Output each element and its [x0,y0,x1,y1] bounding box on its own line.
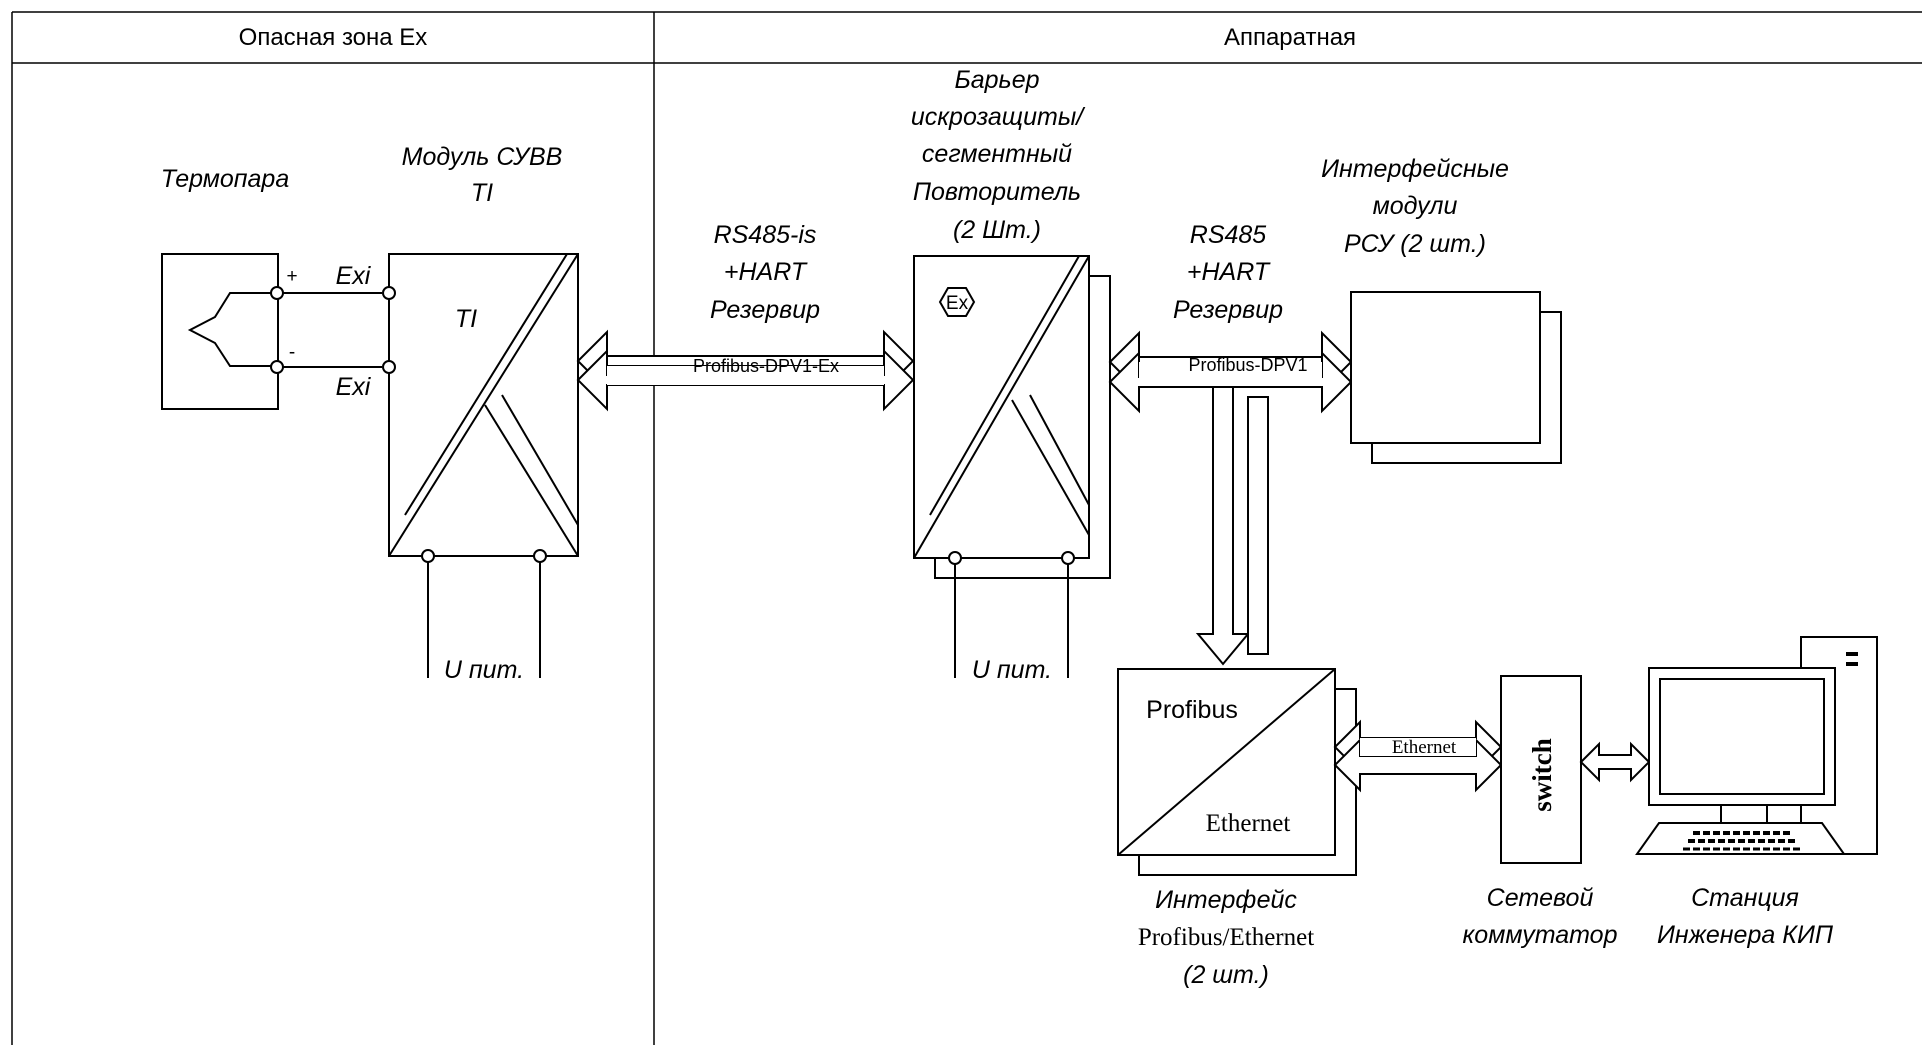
module-inner-label: TI [455,305,477,333]
barrier-line3: сегментный [922,140,1072,168]
barrier-line5: (2 Шт.) [953,216,1041,244]
barrier-power-label: U пит. [972,656,1052,684]
link1-line1: RS485-is [714,221,817,249]
profibus-ethernet-gateway [1117,668,1357,876]
barrier-line2: искрозащиты/ [911,103,1086,131]
interface-modules-line2: модули [1373,192,1458,220]
module-exi-bottom: Exi [336,373,372,401]
thermocouple-minus: - [289,342,295,363]
bus-label-1: Profibus-DPV1-Ex [693,356,839,376]
bus-label-bg-2 [1139,362,1322,384]
interface-modules-line1: Интерфейсные [1321,155,1509,183]
gateway-line1: Интерфейс [1155,886,1297,914]
vertical-bus-to-gateway [1195,386,1269,666]
barrier-ex-mark: Ex [946,293,969,314]
module-exi-top: Exi [336,262,372,290]
link1-line3: Резервир [710,296,820,324]
interface-modules-line3: РСУ (2 шт.) [1344,230,1486,258]
bus-label-2: Profibus-DPV1 [1188,355,1307,375]
switch-line1: Сетевой [1487,884,1594,912]
bus-label-bg-1 [607,366,884,385]
module-tic [382,253,579,678]
thermocouple [161,253,382,410]
zone-hazard-title: Опасная зона Ex [239,24,428,51]
link2-line2: +HART [1187,258,1271,286]
barrier-line4: Повторитель [913,178,1081,206]
interface-modules [1350,291,1562,464]
thermocouple-title: Термопара [161,165,290,193]
double-arrow-switch-station [1579,741,1651,783]
barrier-repeater [913,255,1111,678]
gateway-line3: (2 шт.) [1183,961,1269,989]
barrier-line1: Барьер [954,66,1039,94]
switch-line2: коммутатор [1462,921,1617,949]
ethernet-label-bg [1360,738,1476,756]
link2-line1: RS485 [1190,221,1267,249]
module-power-label: U пит. [444,656,524,684]
station-line1: Станция [1691,884,1799,912]
link2-line3: Резервир [1173,296,1283,324]
zone-hardware-title: Аппаратная [1224,24,1356,51]
gateway-bottom-label: Ethernet [1206,810,1291,837]
switch-label: switch [1527,738,1557,812]
station-line2: Инженера КИП [1657,921,1834,949]
ethernet-label: Ethernet [1392,737,1457,758]
module-title-line2: TI [471,179,493,207]
gateway-line2: Profibus/Ethernet [1138,924,1314,951]
engineering-station-computer-icon [1635,636,1878,855]
thermocouple-plus: + [286,266,297,287]
link1-line2: +HART [724,258,808,286]
gateway-top-label: Profibus [1146,696,1238,724]
network-switch [1500,675,1582,864]
zone-frame [11,11,1922,1045]
module-title-line1: Модуль СУВВ [402,143,563,171]
